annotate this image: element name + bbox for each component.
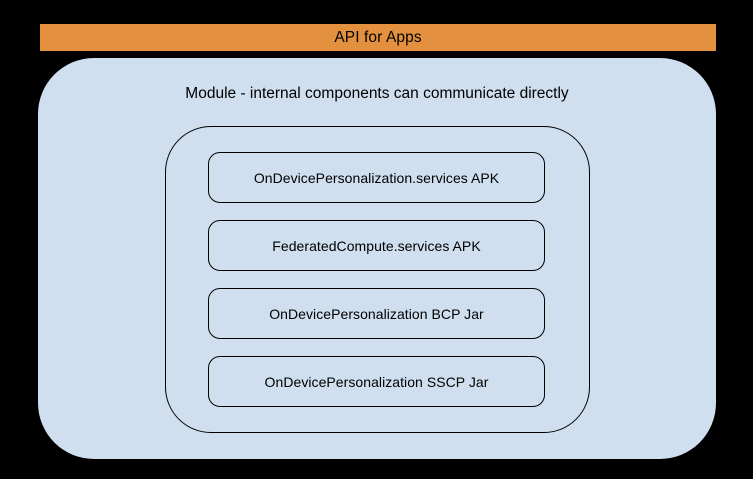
component-box-ondevicepersonalization-services-apk: OnDevicePersonalization.services APK: [208, 152, 545, 203]
api-for-apps-label: API for Apps: [334, 28, 422, 46]
component-box-ondevicepersonalization-sscp-jar: OnDevicePersonalization SSCP Jar: [208, 356, 545, 407]
component-box-federatedcompute-services-apk: FederatedCompute.services APK: [208, 220, 545, 271]
module-panel: Module - internal components can communi…: [38, 58, 716, 459]
component-box-ondevicepersonalization-bcp-jar: OnDevicePersonalization BCP Jar: [208, 288, 545, 339]
component-box-label: OnDevicePersonalization SSCP Jar: [264, 373, 489, 390]
component-box-label: OnDevicePersonalization BCP Jar: [269, 305, 484, 322]
internal-components-container: [165, 126, 590, 433]
component-box-label: OnDevicePersonalization.services APK: [253, 169, 500, 186]
module-caption: Module - internal components can communi…: [185, 85, 569, 102]
api-for-apps-bar: API for Apps: [40, 24, 716, 51]
component-box-label: FederatedCompute.services APK: [272, 237, 481, 254]
